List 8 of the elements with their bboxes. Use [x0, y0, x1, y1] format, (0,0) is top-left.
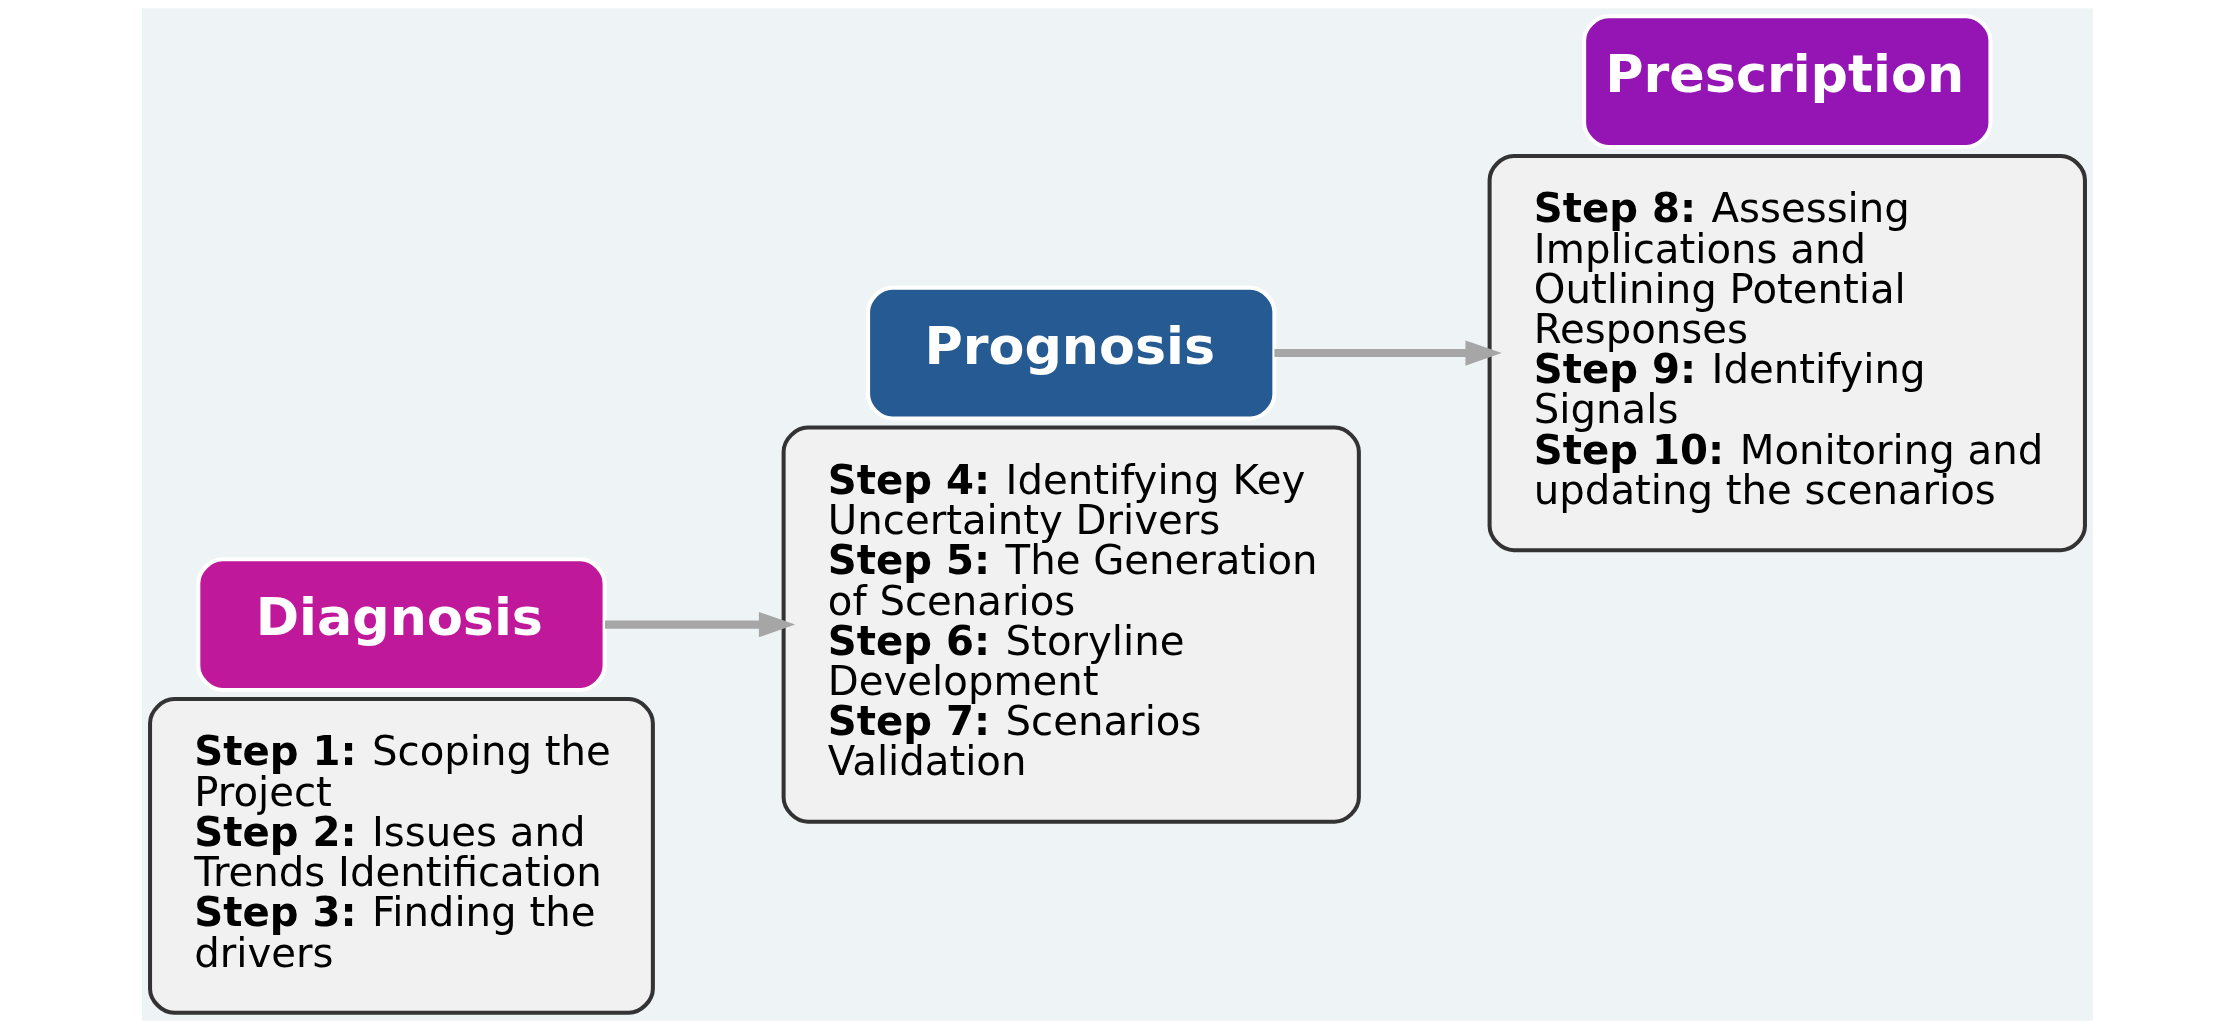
node-box: Step 1: Scoping the Project Step 2: Issues and Trends Identification Step 3: Finding the drivers — [148, 697, 655, 1015]
arrow — [605, 611, 796, 638]
node-box: Step 4: Identifying Key Uncertainty Drivers Step 5: The Generation of Scenarios Step 6: Storyline Development Step 7: Scenarios Validation — [781, 425, 1361, 824]
node-box: Diagnosis — [196, 557, 607, 692]
node-box: Step 8: Assessing Implications and Outlining Potential Responses Step 9: Identifying Signals Step 10: Monitoring and updating the scenarios — [1487, 153, 2087, 553]
node-box: Prognosis — [866, 285, 1277, 421]
node-box: Prescription — [1582, 14, 1993, 149]
arrow — [1274, 340, 1502, 366]
